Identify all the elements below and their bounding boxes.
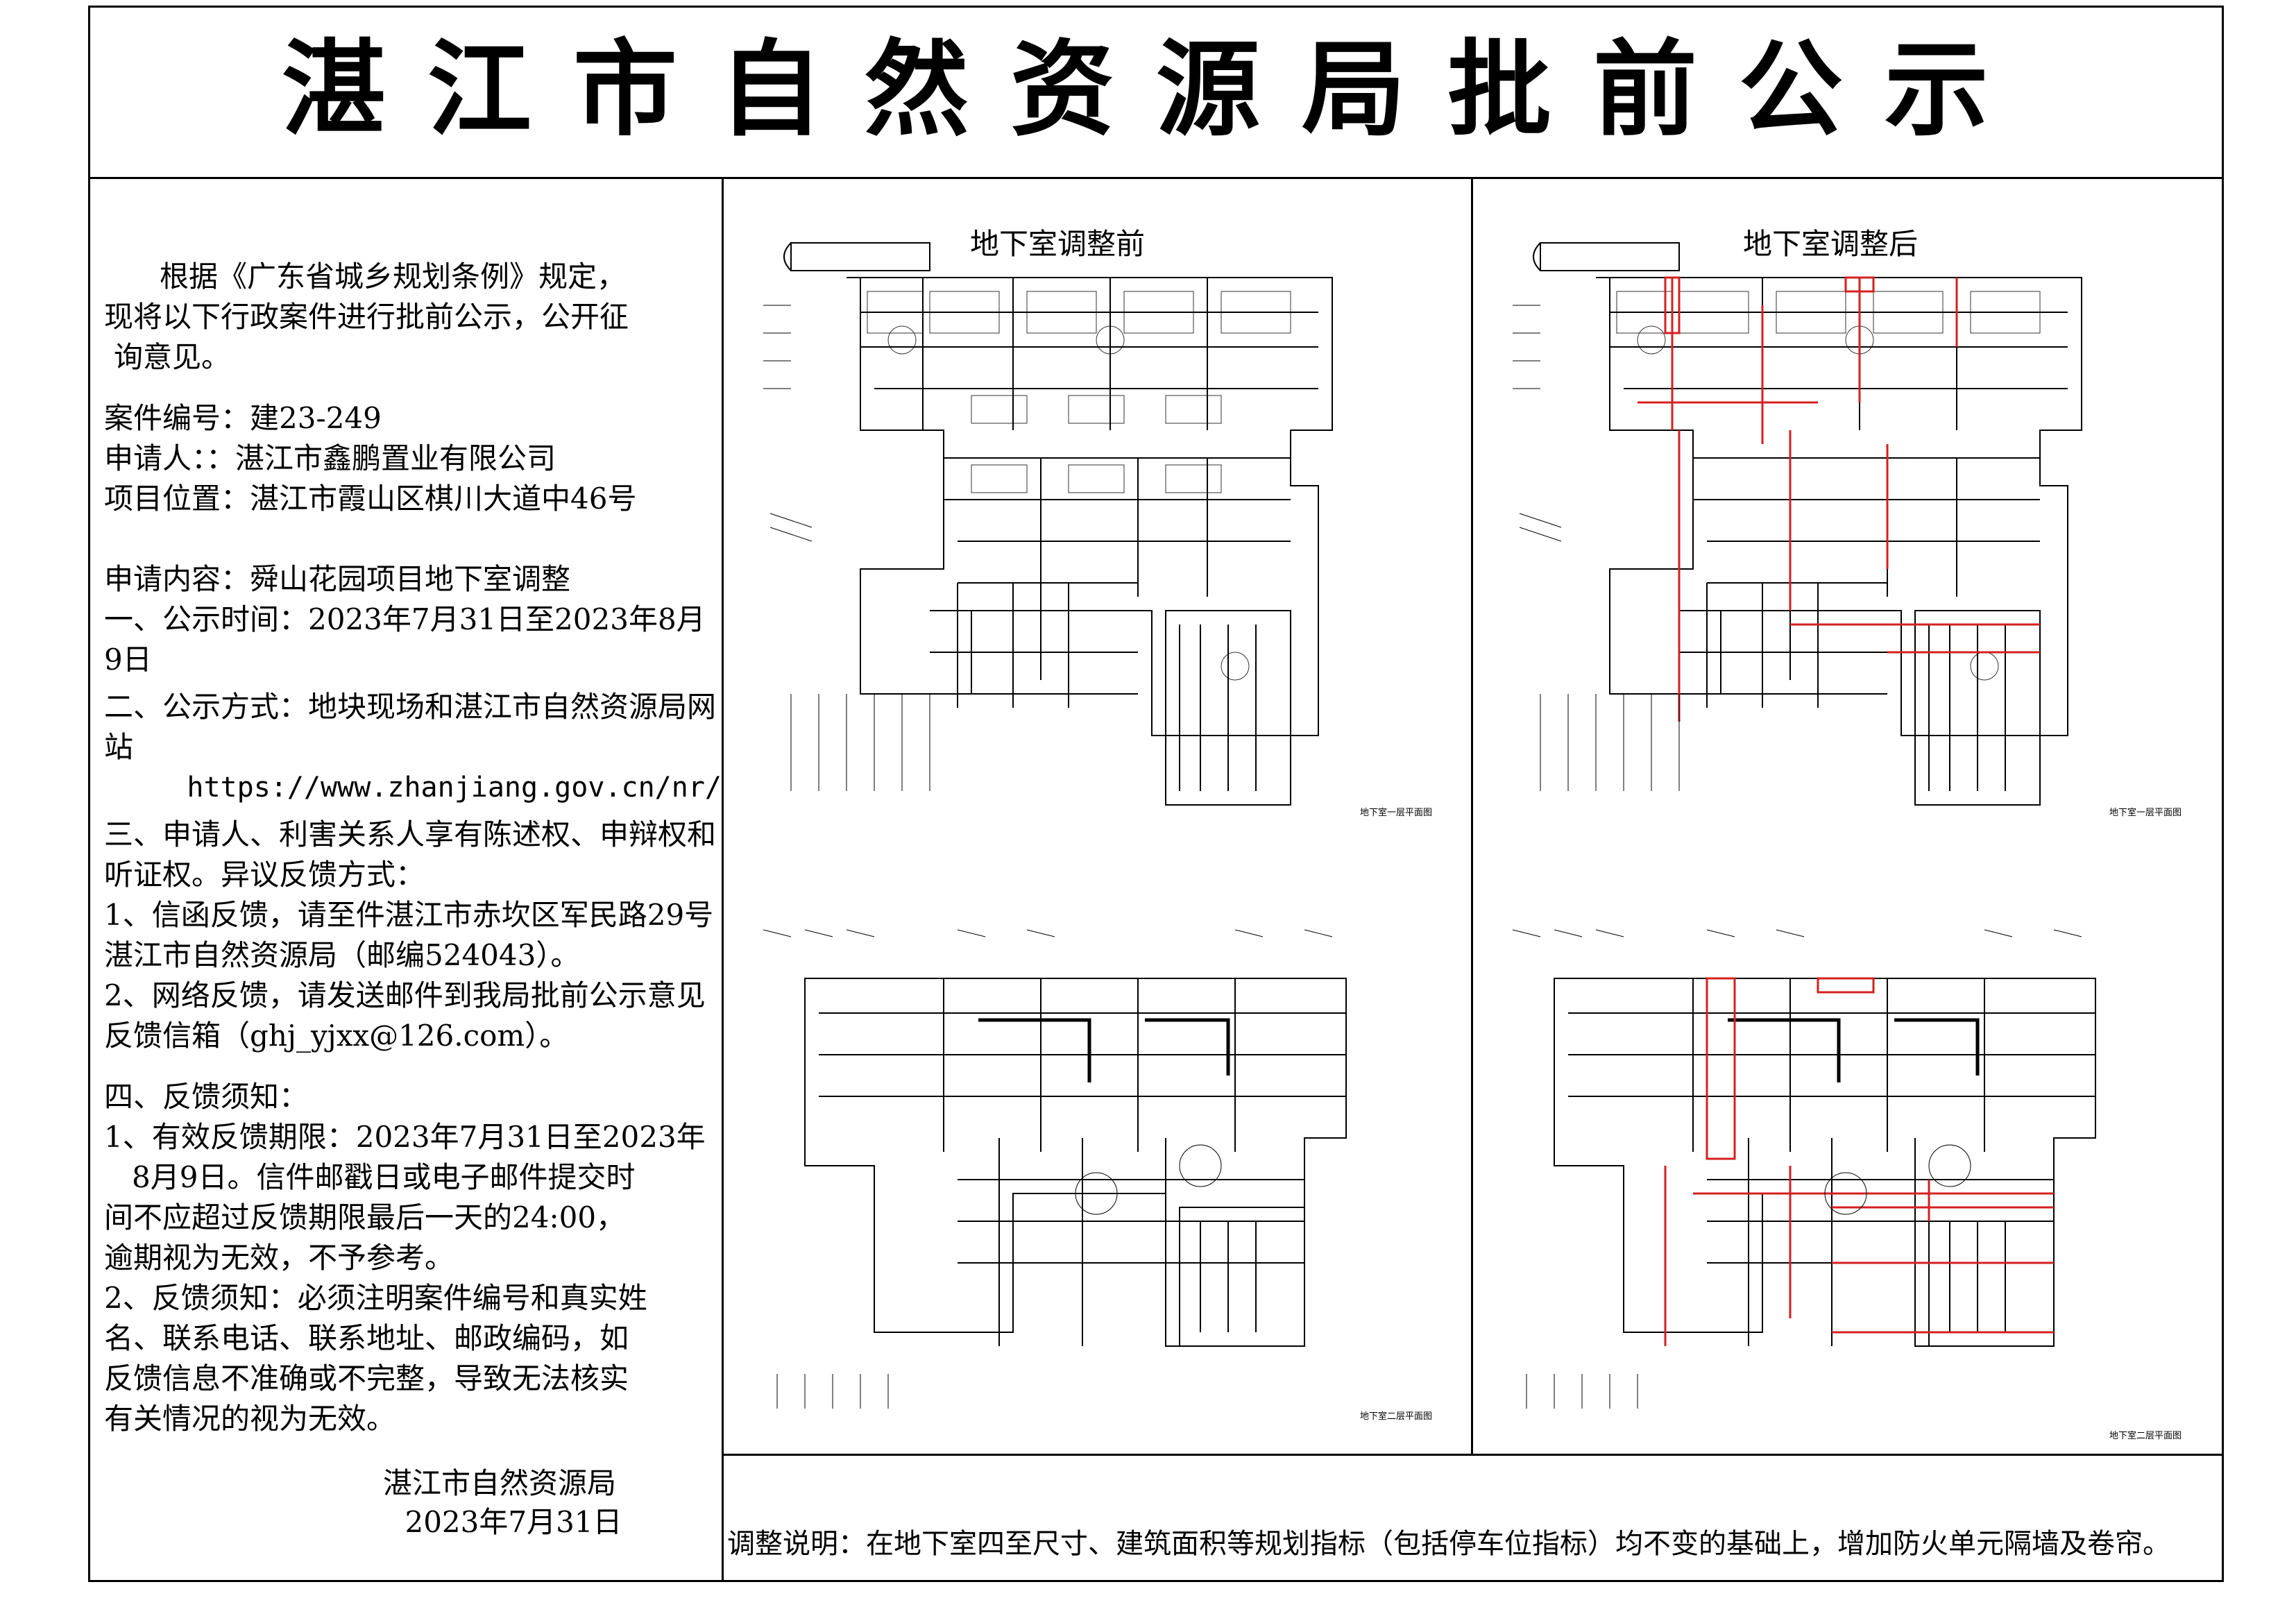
notice-1a: 1、有效反馈期限：2023年7月31日至2023年 bbox=[104, 1120, 706, 1154]
notice-2b: 名、联系电话、联系地址、邮政编码，如 bbox=[104, 1321, 629, 1355]
note-divider bbox=[722, 1454, 2224, 1456]
caption-before-b2: 地下室二层平面图 bbox=[1360, 1411, 1433, 1422]
caption-after-b1: 地下室一层平面图 bbox=[2109, 808, 2182, 818]
case-number: 案件编号：建23-249 bbox=[104, 401, 382, 435]
signature-org: 湛江市自然资源局 bbox=[382, 1466, 616, 1500]
before-title: 地下室调整前 bbox=[970, 227, 1146, 261]
notice-2d: 有关情况的视为无效。 bbox=[104, 1402, 396, 1436]
caption-after-b2: 地下室二层平面图 bbox=[2109, 1431, 2182, 1441]
email-line-1: 2、网络反馈，请发送邮件到我局批前公示意见 bbox=[104, 978, 706, 1012]
notice-text: 根据《广东省城乡规划条例》规定， 现将以下行政案件进行批前公示，公开征 询意见。… bbox=[104, 257, 722, 1439]
plan-after-b1 bbox=[1513, 242, 2082, 806]
rights-line-1: 三、申请人、利害关系人享有陈述权、申辩权和 bbox=[104, 817, 717, 851]
signature-date: 2023年7月31日 bbox=[405, 1505, 622, 1539]
email-line-2: 反馈信箱（ghj_yjxx@126.com）。 bbox=[104, 1019, 569, 1053]
letter-line-2: 湛江市自然资源局（邮编524043）。 bbox=[104, 938, 580, 972]
notice-1b: 8月9日。信件邮戳日或电子邮件提交时 bbox=[132, 1160, 636, 1194]
project-location: 项目位置：湛江市霞山区棋川大道中46号 bbox=[104, 482, 637, 516]
notice-2c: 反馈信息不准确或不完整，导致无法核实 bbox=[104, 1361, 629, 1395]
rights-line-2: 听证权。异议反馈方式： bbox=[104, 858, 425, 892]
notice-1c: 间不应超过反馈期限最后一天的24:00， bbox=[104, 1200, 626, 1234]
intro-line-3: 询意见。 bbox=[114, 340, 231, 374]
website-link[interactable]: https://www.zhanjiang.gov.cn/nr/ bbox=[187, 772, 722, 804]
column-divider bbox=[722, 177, 724, 1582]
adjustment-note: 调整说明：在地下室四至尺寸、建筑面积等规划指标（包括停车位指标）均不变的基础上，… bbox=[727, 1528, 2170, 1560]
caption-before-b1: 地下室一层平面图 bbox=[1360, 808, 1433, 818]
letter-line-1: 1、信函反馈，请至件湛江市赤坎区军民路29号 bbox=[104, 898, 714, 932]
notice-frame bbox=[88, 6, 2224, 1582]
plan-after-b2 bbox=[1512, 929, 2096, 1409]
intro-line-2: 现将以下行政案件进行批前公示，公开征 bbox=[104, 300, 629, 334]
intro-line-1: 根据《广东省城乡规划条例》规定， bbox=[160, 260, 627, 294]
application-content: 申请内容：舜山花园项目地下室调整 bbox=[104, 562, 571, 596]
notice-1d: 逾期视为无效，不予参考。 bbox=[104, 1241, 454, 1275]
drawing-divider bbox=[1471, 177, 1473, 1454]
plan-before-b2 bbox=[763, 929, 1347, 1409]
after-title: 地下室调整后 bbox=[1743, 227, 1919, 261]
publicity-time: 一、公示时间：2023年7月31日至2023年8月9日 bbox=[104, 602, 706, 677]
plan-before-b1 bbox=[763, 242, 1333, 806]
notice-2a: 2、反馈须知：必须注明案件编号和真实姓 bbox=[104, 1281, 647, 1315]
notice-heading: 四、反馈须知： bbox=[104, 1080, 309, 1114]
applicant: 申请人：：湛江市鑫鹏置业有限公司 bbox=[104, 441, 556, 475]
page-title: 湛江市自然资源局批前公示 bbox=[281, 30, 2030, 151]
title-divider bbox=[88, 177, 2224, 179]
publicity-method: 二、公示方式：地块现场和湛江市自然资源局网站 bbox=[104, 690, 717, 764]
